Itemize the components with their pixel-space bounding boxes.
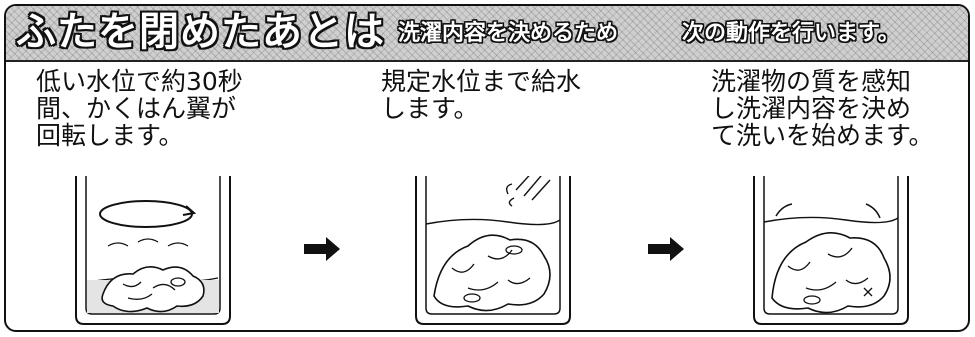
laundry-icon <box>101 266 205 313</box>
step-3-line: し洗濯内容を決め <box>711 94 912 123</box>
tub-washing-illustration <box>753 176 909 325</box>
step-1-line: 低い水位で約30秒 <box>36 67 243 96</box>
tub-filling-illustration <box>415 176 571 325</box>
step-1-description: 低い水位で約30秒 間、かくはん翼が 回転します。 <box>36 68 243 149</box>
right-arrow-icon <box>648 237 684 261</box>
step-1-line: 間、かくはん翼が <box>36 94 237 123</box>
rotation-arrow-icon <box>99 200 193 228</box>
laundry-icon <box>433 234 551 312</box>
header-subtitle-action: 次の動作を行います。 <box>682 21 900 46</box>
step-3-line: 洗濯物の質を感知 <box>711 67 912 96</box>
step-3-line: て洗いを始めます。 <box>711 121 934 150</box>
tub-low-water-illustration <box>75 176 231 325</box>
header-banner: ふたを閉めたあとは 洗濯内容を決めるため 次の動作を行います。 <box>6 6 968 62</box>
step-2-line: 規定水位まで給水 <box>381 67 582 96</box>
water-stream-icon <box>505 176 551 207</box>
step-3-description: 洗濯物の質を感知 し洗濯内容を決め て洗いを始めます。 <box>711 68 934 149</box>
right-arrow-icon <box>304 237 340 261</box>
header-subtitle-purpose: 洗濯内容を決めるため <box>398 21 619 46</box>
step-2-description: 規定水位まで給水 します。 <box>381 68 581 122</box>
step-2-line: します。 <box>381 94 479 123</box>
instruction-panel: ふたを閉めたあとは 洗濯内容を決めるため 次の動作を行います。 低い水位で約30… <box>4 4 970 332</box>
step-1-line: 回転します。 <box>36 121 184 150</box>
laundry-icon <box>771 232 891 314</box>
header-title: ふたを閉めたあとは <box>16 9 385 55</box>
